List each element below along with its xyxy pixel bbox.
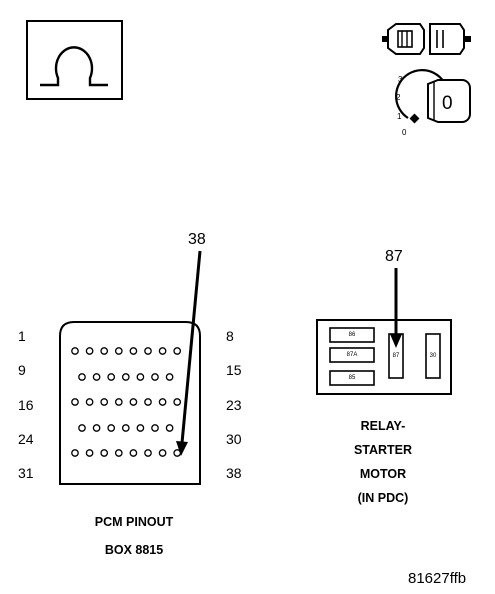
pcm-pin-callout-label: 38 [188, 231, 206, 248]
relay-terminal-87a-label: 87A [346, 352, 358, 358]
relay-caption-line2: STARTER [353, 443, 413, 457]
pcm-pin [129, 398, 138, 406]
relay-terminal-86 [329, 327, 375, 343]
pcm-row4-right-label: 30 [226, 431, 242, 447]
pcm-pin [144, 398, 152, 406]
pcm-pin [100, 347, 109, 355]
disconnect-connector-icon [382, 23, 471, 55]
pcm-caption-line1: PCM PINOUT [94, 515, 174, 529]
pcm-pin [71, 449, 79, 457]
relay-caption-line1: RELAY- [360, 419, 406, 433]
relay-terminal-85-label: 85 [348, 375, 356, 381]
relay-caption-line3: MOTOR [359, 467, 407, 481]
figure-id: 81627ffb [408, 570, 467, 587]
pcm-pin-callout-arrow [176, 250, 202, 456]
pcm-pin [92, 373, 101, 381]
key-current-position: 0 [442, 93, 453, 114]
relay-pin-callout-arrow [390, 268, 402, 348]
pcm-pin [92, 424, 101, 432]
pcm-connector [59, 321, 201, 485]
key-position-0: 0 [402, 128, 407, 137]
pcm-pin [78, 424, 86, 432]
relay-terminal-30 [425, 333, 441, 379]
pcm-pin [71, 398, 79, 406]
pcm-pin [107, 373, 116, 381]
pcm-pin [173, 347, 182, 355]
pcm-row5-left-label: 31 [18, 465, 34, 481]
pcm-pin [129, 347, 138, 355]
pcm-pin [158, 347, 167, 355]
pcm-pin [158, 398, 167, 406]
key-position-3: 3 [398, 75, 403, 84]
pcm-pin [71, 347, 79, 355]
pcm-pin [136, 424, 145, 432]
pcm-pin [158, 449, 167, 457]
pcm-row1-left-label: 1 [18, 328, 26, 344]
pcm-pin [151, 424, 159, 432]
relay-terminal-30-label: 30 [429, 353, 437, 359]
pcm-row1-right-label: 8 [226, 328, 234, 344]
relay-terminal-87a [329, 347, 375, 363]
pcm-pin [136, 373, 145, 381]
key-position-1: 1 [397, 112, 402, 121]
pcm-pin [114, 347, 123, 355]
pcm-pin [107, 424, 116, 432]
pcm-pin [121, 424, 130, 432]
pcm-row3-left-label: 16 [18, 397, 34, 413]
pcm-row3-right-label: 23 [226, 397, 242, 413]
pcm-pin [151, 373, 159, 381]
pcm-pin [144, 347, 152, 355]
relay-terminal-86-label: 86 [348, 332, 356, 338]
pcm-pin [173, 398, 182, 406]
pcm-pin [165, 373, 174, 381]
pcm-pin [165, 424, 174, 432]
pcm-pin [114, 449, 123, 457]
pcm-pin [85, 347, 94, 355]
pcm-caption-line2: BOX 8815 [104, 543, 164, 557]
relay-terminal-87-label: 87 [392, 353, 400, 359]
ignition-key-icon [394, 69, 471, 124]
pcm-pin [121, 373, 130, 381]
pcm-row5-right-label: 38 [226, 465, 242, 481]
pcm-pin [85, 449, 94, 457]
pcm-pin [100, 449, 109, 457]
relay-terminal-85 [329, 370, 375, 386]
pcm-pin [114, 398, 123, 406]
relay-pin-callout-label: 87 [385, 248, 403, 265]
pcm-row2-left-label: 9 [18, 362, 26, 378]
ohm-icon [26, 20, 123, 100]
relay-caption-line4: (IN PDC) [357, 491, 409, 505]
pcm-pin-grid [71, 347, 182, 457]
key-position-2: 2 [396, 93, 401, 102]
pcm-row4-left-label: 24 [18, 431, 34, 447]
pcm-pin [129, 449, 138, 457]
pcm-pin [100, 398, 109, 406]
pcm-pin [144, 449, 152, 457]
pcm-pin [78, 373, 86, 381]
pcm-row2-right-label: 15 [226, 362, 242, 378]
pcm-pin [85, 398, 94, 406]
